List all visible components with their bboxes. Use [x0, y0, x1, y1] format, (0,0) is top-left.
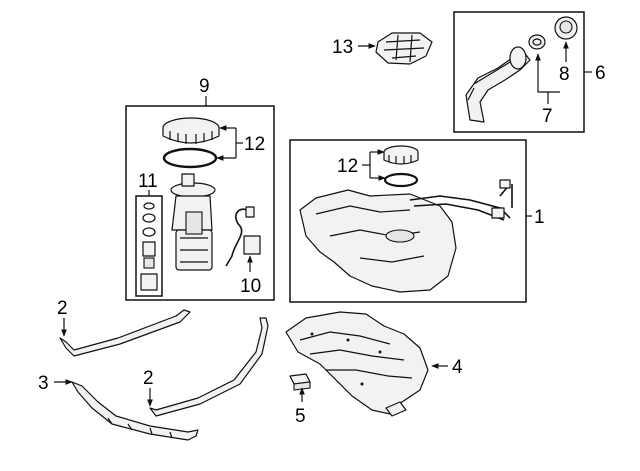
- fuel-pump-assembly: [170, 173, 216, 271]
- strap-front: [59, 309, 191, 357]
- callout-9: 9: [199, 76, 210, 97]
- callout-12-pump: 12: [244, 134, 265, 155]
- callout-2-upper: 2: [57, 298, 68, 319]
- part-8-filler-cap: [554, 16, 578, 40]
- filler-pipe: [465, 46, 531, 123]
- callout-12-tank: 12: [337, 156, 358, 177]
- part-13-vent-plate: [375, 32, 433, 65]
- callout-5: 5: [295, 406, 306, 427]
- pump-lock-ring: [162, 117, 220, 144]
- callout-11: 11: [138, 171, 158, 192]
- strap-rear-right: [149, 317, 269, 417]
- callout-6: 6: [595, 63, 606, 84]
- pump-gasket: [162, 147, 218, 169]
- callout-1: 1: [534, 207, 545, 228]
- seal-kit-parts: [140, 202, 158, 291]
- part-4-heat-shield: [285, 311, 429, 417]
- callout-3: 3: [38, 373, 49, 394]
- callout-10: 10: [240, 276, 261, 297]
- part-7-filler-ring: [528, 34, 546, 50]
- callout-2-lower: 2: [143, 368, 154, 389]
- part-3-strap-rear: [71, 381, 199, 441]
- fuel-tank-box: [289, 139, 527, 303]
- tank-lock-ring: [383, 145, 419, 165]
- callout-7: 7: [542, 106, 553, 127]
- part-5-clip: [289, 373, 311, 391]
- callout-13: 13: [332, 37, 353, 58]
- fuel-pump-box: [125, 105, 275, 301]
- callout-4: 4: [452, 357, 463, 378]
- fuel-tank: [299, 179, 513, 293]
- callout-8: 8: [559, 64, 570, 85]
- part-10-pump-harness: [225, 206, 261, 267]
- tank-gasket: [383, 172, 419, 188]
